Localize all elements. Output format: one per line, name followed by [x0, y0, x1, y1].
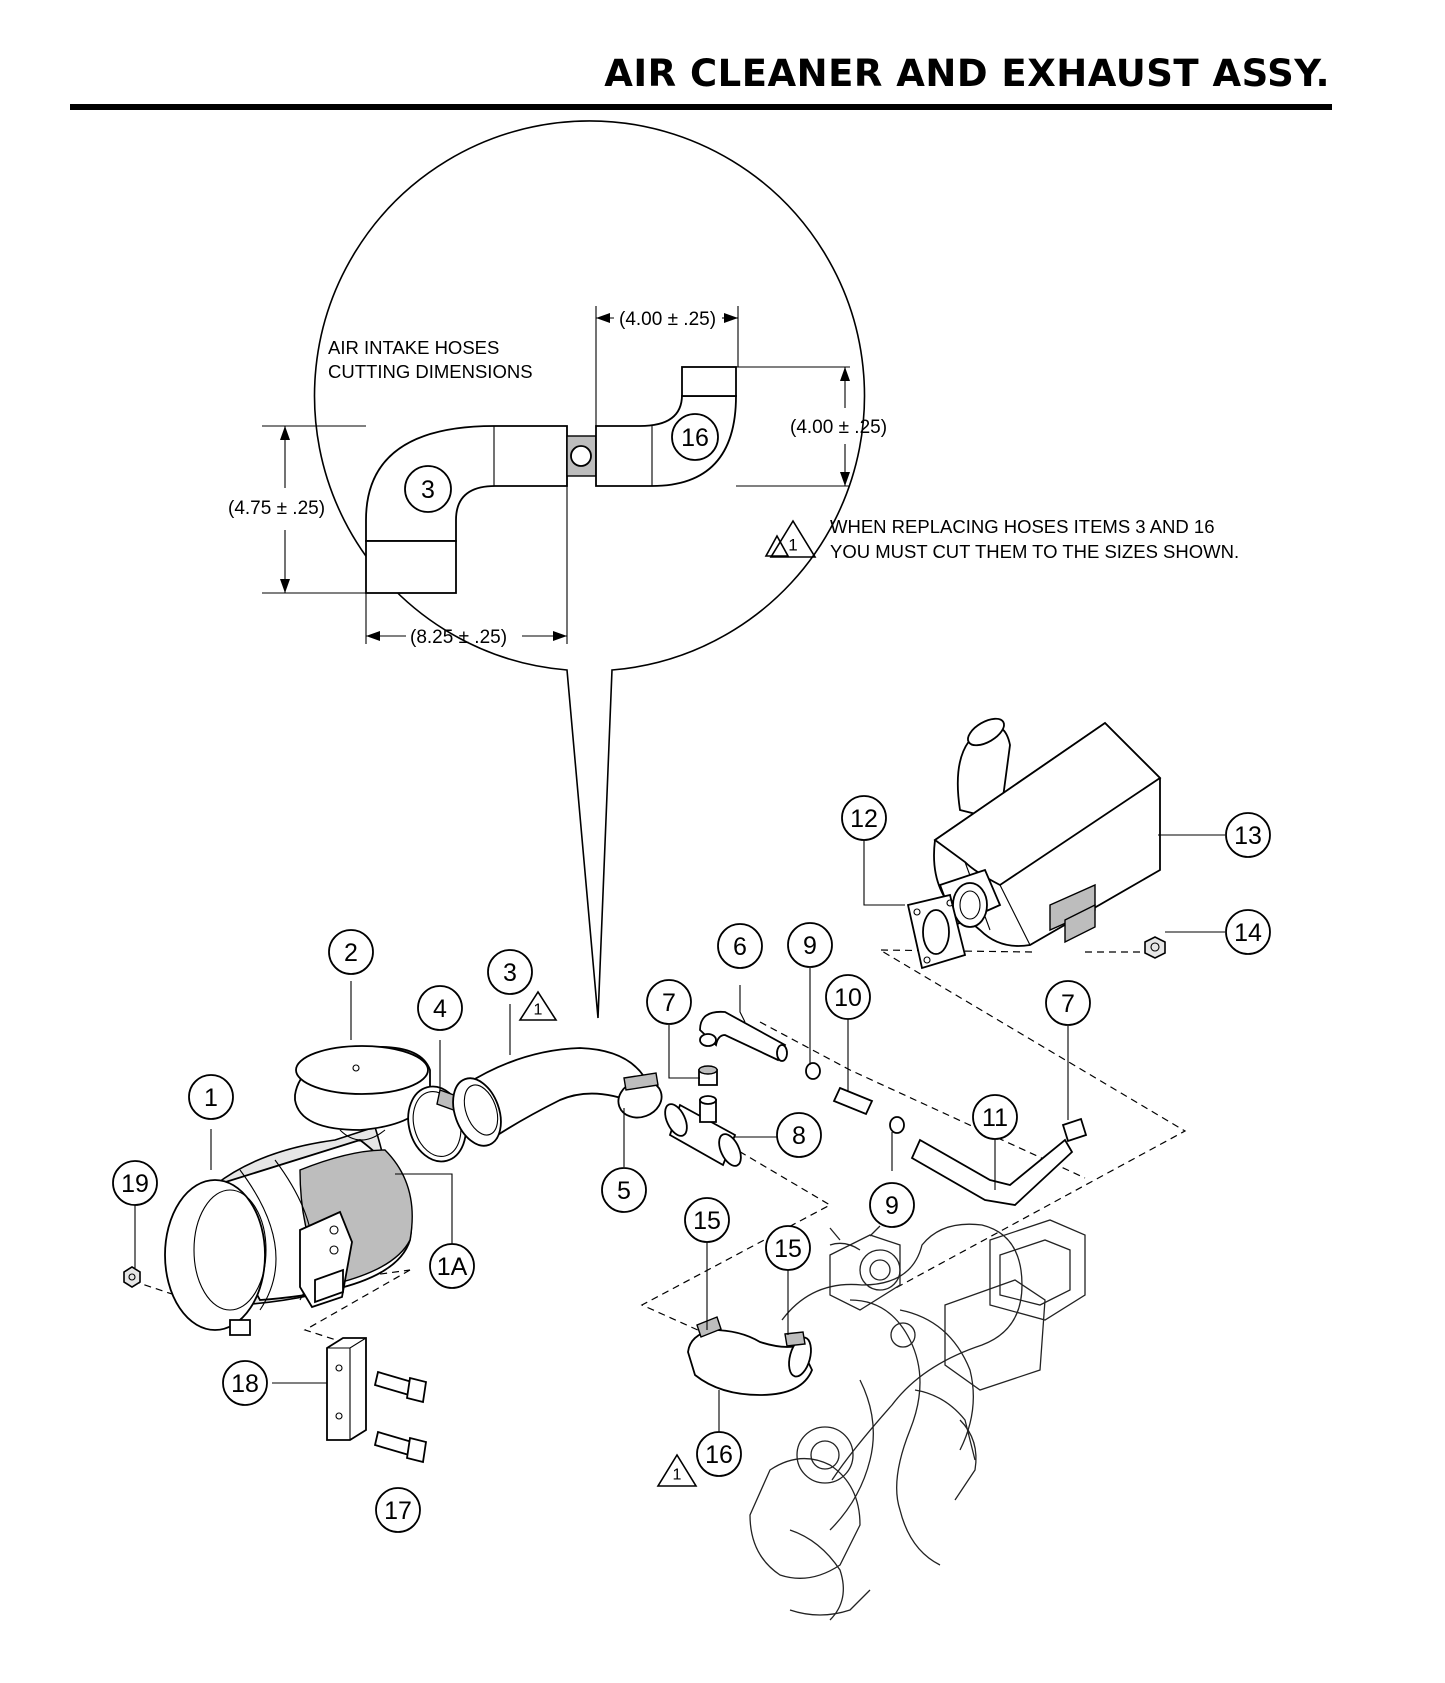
title-rule: [70, 104, 1332, 110]
dimension-left: (4.75 ± .25): [228, 498, 325, 519]
intake-hose-16: [687, 1316, 813, 1396]
warning-icon-hose-16-text: 1: [673, 1467, 682, 1484]
callout-18: 18: [222, 1360, 268, 1406]
callout-13-text: 13: [1234, 822, 1262, 850]
cap-7a: [698, 1065, 718, 1086]
nut-14: [1144, 936, 1166, 959]
callout-15b-text: 15: [774, 1235, 802, 1263]
callout-12-text: 12: [850, 805, 878, 833]
tee-fitting-8: [664, 1095, 742, 1167]
callout-16: 16: [696, 1431, 742, 1477]
callout-6: 6: [717, 923, 763, 969]
exhaust-gasket: [906, 893, 967, 970]
dimension-bottom: (8.25 ± .25): [410, 627, 507, 648]
replacement-note: 1 WHEN REPLACING HOSES ITEMS 3 AND 16 YO…: [764, 516, 1239, 562]
cap-7b: [1061, 1117, 1088, 1143]
muffler: [933, 717, 1162, 947]
nut-19: [123, 1266, 141, 1288]
air-cleaner-cap: [294, 1045, 431, 1141]
callout-1-text: 1: [204, 1084, 218, 1112]
callout-16-text: 16: [705, 1441, 733, 1469]
callout-5-text: 5: [617, 1177, 631, 1205]
callout-9a: 9: [787, 922, 833, 968]
hose-clamp-5: [617, 1072, 663, 1119]
hose-10: [832, 1086, 874, 1116]
callout-1a: 1A: [429, 1243, 475, 1289]
callout-10: 10: [825, 974, 871, 1020]
dimension-right: (4.00 ± .25): [790, 417, 887, 438]
hose-coupling: [566, 435, 597, 477]
air-cleaner-assembly: [164, 1125, 413, 1336]
detail-title-line1: AIR INTAKE HOSES: [328, 337, 499, 358]
warning-icon-hose-16: 1: [656, 1453, 698, 1487]
callout-5: 5: [601, 1167, 647, 1213]
callout-8: 8: [776, 1112, 822, 1158]
callout-3-text: 3: [503, 959, 517, 987]
callout-7b-text: 7: [1061, 990, 1075, 1018]
intake-hose-3: [452, 1047, 651, 1147]
callout-7b: 7: [1045, 980, 1091, 1026]
warning-symbol-text: 1: [788, 536, 797, 555]
clamp-9b: [889, 1116, 905, 1134]
note-line2: YOU MUST CUT THEM TO THE SIZES SHOWN.: [830, 541, 1239, 562]
callout-2: 2: [328, 929, 374, 975]
hose-3-cut-view: [365, 425, 568, 594]
callout-17-text: 17: [384, 1497, 412, 1525]
callout-11-text: 11: [982, 1104, 1008, 1132]
callout-8-text: 8: [792, 1122, 806, 1150]
callout-13: 13: [1225, 812, 1271, 858]
callout-4-text: 4: [433, 995, 447, 1023]
note-line1: WHEN REPLACING HOSES ITEMS 3 AND 16: [830, 516, 1214, 537]
callout-9b: 9: [869, 1182, 915, 1228]
page-title: AIR CLEANER AND EXHAUST ASSY.: [604, 52, 1330, 95]
callout-14: 14: [1225, 909, 1271, 955]
callout-15a: 15: [684, 1197, 730, 1243]
callout-19: 19: [112, 1160, 158, 1206]
coupling-ring: [570, 445, 592, 467]
callout-19-text: 19: [121, 1170, 149, 1198]
engine-assembly: [749, 1219, 1086, 1621]
dimension-lines: [262, 306, 850, 644]
bolts-17: [373, 1370, 428, 1464]
warning-icon-hose-3: 1: [518, 990, 558, 1021]
hose-3-cuff: [365, 540, 457, 594]
callout-15b: 15: [765, 1225, 811, 1271]
callout-7a: 7: [646, 979, 692, 1025]
callout-10-text: 10: [834, 984, 862, 1012]
hose-16-cuff: [681, 366, 737, 397]
callout-2-text: 2: [344, 939, 358, 967]
callout-12: 12: [841, 795, 887, 841]
callout-9a-text: 9: [803, 932, 817, 960]
hose-3-elbow: [365, 425, 568, 542]
callout-18-text: 18: [231, 1370, 259, 1398]
detail-label-16: 16: [671, 413, 719, 461]
detail-label-3: 3: [404, 465, 452, 513]
clamp-9a: [805, 1062, 821, 1080]
callout-6-text: 6: [733, 933, 747, 961]
callout-14-text: 14: [1234, 919, 1262, 947]
callout-7a-text: 7: [662, 989, 676, 1017]
callout-9b-text: 9: [885, 1192, 899, 1220]
callout-11: 11: [972, 1094, 1018, 1140]
hose-6: [699, 1010, 788, 1062]
detail-title-line2: CUTTING DIMENSIONS: [328, 361, 533, 382]
callout-17: 17: [375, 1487, 421, 1533]
callout-1a-text: 1A: [437, 1253, 468, 1281]
callout-1: 1: [188, 1074, 234, 1120]
callout-3: 3: [487, 949, 533, 995]
mounting-plate-18: [326, 1337, 367, 1441]
detail-circle-outline: [313, 120, 866, 1019]
hose-11: [910, 1138, 1074, 1206]
detail-label-3-text: 3: [421, 476, 435, 504]
dimension-top: (4.00 ± .25): [619, 309, 716, 330]
callout-15a-text: 15: [693, 1207, 721, 1235]
callout-4: 4: [417, 985, 463, 1031]
detail-label-16-text: 16: [681, 424, 709, 452]
warning-triangle-icon: 1: [764, 519, 817, 558]
warning-icon-hose-3-text: 1: [534, 1002, 543, 1019]
hose-cutting-detail: AIR INTAKE HOSES CUTTING DIMENSIONS: [228, 120, 887, 1019]
